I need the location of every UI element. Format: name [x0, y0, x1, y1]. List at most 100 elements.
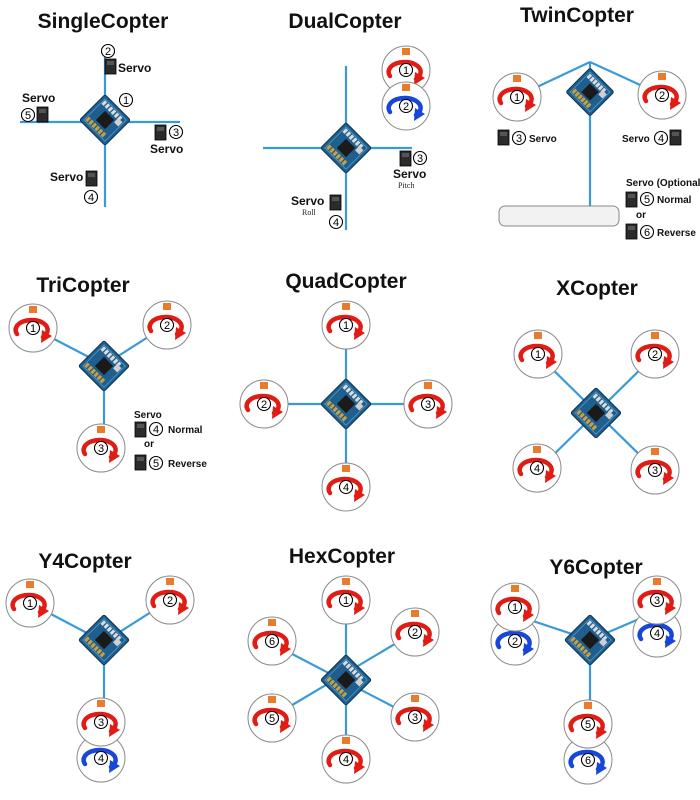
motor-number: 5	[25, 110, 31, 122]
motor-body	[342, 578, 350, 585]
motor-number: 1	[512, 602, 518, 614]
diagram-title: XCopter	[556, 277, 638, 300]
arrow-head	[596, 762, 607, 775]
motor-body	[342, 737, 350, 744]
motor-number: 2	[403, 101, 409, 113]
motor-number: 4	[343, 482, 349, 494]
number-badge	[580, 716, 596, 732]
number-badge	[328, 214, 344, 230]
normal-label: Normal	[168, 425, 203, 436]
motor-1-cw: 1	[5, 578, 55, 628]
clockwise-rotation-arrow	[326, 476, 363, 499]
motor-number: 2	[412, 627, 418, 639]
arrow-head	[280, 643, 291, 656]
arrow-head	[670, 97, 681, 110]
flight-controller-board	[320, 654, 372, 706]
motor-number: 2	[105, 46, 111, 58]
motor-1-cw: 1	[8, 303, 58, 353]
motor-3-cw: 3	[403, 379, 453, 429]
motor-2-cw: 2	[145, 575, 195, 625]
servo-icon	[134, 421, 147, 438]
arrow-head	[665, 635, 676, 648]
normal-label: Normal	[657, 195, 692, 206]
motor-body	[402, 84, 410, 91]
motor-4-cw: 4	[321, 734, 371, 784]
arrow-head	[665, 602, 676, 615]
clockwise-rotation-arrow	[635, 459, 672, 482]
clockwise-rotation-arrow	[244, 393, 281, 416]
motor-2-ccw: 2	[381, 81, 431, 131]
motor-body	[342, 303, 350, 310]
motor-body	[533, 446, 541, 453]
clockwise-rotation-arrow	[81, 437, 118, 460]
number-badge	[93, 750, 109, 766]
counter-clockwise-rotation-arrow	[568, 749, 605, 772]
number-badge	[338, 592, 354, 608]
number-badge	[264, 633, 280, 649]
motor-number: 1	[343, 595, 349, 607]
clockwise-rotation-arrow	[637, 589, 674, 612]
servo-label: Servo	[150, 142, 183, 156]
diagram-title: SingleCopter	[38, 10, 169, 33]
clockwise-rotation-arrow	[568, 713, 605, 736]
arrow-head	[354, 489, 365, 502]
servo-icon	[104, 58, 117, 75]
servo-label: Servo	[622, 134, 650, 145]
servo-icon	[154, 124, 167, 141]
arrow-head	[109, 724, 120, 737]
number-badge	[639, 191, 655, 207]
motor-3-cw: 3	[632, 575, 682, 625]
clockwise-rotation-arrow	[252, 707, 289, 730]
number-badge	[22, 595, 38, 611]
motor-number: 5	[269, 713, 275, 725]
arrow-head	[354, 327, 365, 340]
number-badge	[507, 633, 523, 649]
clockwise-rotation-arrow	[635, 343, 672, 366]
clockwise-rotation-arrow	[518, 343, 555, 366]
arrow-head	[175, 327, 186, 340]
motor-body	[26, 581, 34, 588]
number-badge	[256, 396, 272, 412]
motor-number: 3	[425, 399, 431, 411]
clockwise-rotation-arrow	[326, 314, 363, 337]
servo-label: Servo	[134, 410, 162, 421]
motor-body	[653, 578, 661, 585]
number-badge	[162, 592, 178, 608]
motor-number: 3	[98, 443, 104, 455]
number-badge	[647, 462, 663, 478]
servo-icon	[329, 194, 342, 211]
servo-label: Servo	[50, 170, 83, 184]
number-badge	[407, 624, 423, 640]
roll-label: Roll	[302, 208, 317, 217]
motor-body	[411, 610, 419, 617]
arrow-head	[546, 356, 557, 369]
servo-optional-label: Servo (Optional)	[626, 178, 700, 189]
motor-3-cw: 3	[630, 445, 680, 495]
arrow-head	[414, 108, 425, 121]
clockwise-rotation-arrow	[408, 393, 445, 416]
clockwise-rotation-arrow	[497, 86, 534, 109]
arrow-head	[109, 760, 120, 773]
motor-3-cw: 3	[76, 697, 126, 747]
arrow-head	[663, 472, 674, 485]
pitch-label: Pitch	[398, 181, 414, 190]
arrow-head	[354, 602, 365, 615]
flight-controller-board	[320, 122, 372, 174]
clockwise-rotation-arrow	[517, 457, 554, 480]
motor-1-cw: 1	[381, 45, 431, 95]
reverse-label: Reverse	[657, 228, 696, 239]
motor-number: 1	[30, 323, 36, 335]
clockwise-rotation-arrow	[81, 711, 118, 734]
servo-icon	[625, 223, 638, 240]
number-badge	[20, 107, 36, 123]
motor-5-cw: 5	[247, 693, 297, 743]
clockwise-rotation-arrow	[147, 314, 184, 337]
